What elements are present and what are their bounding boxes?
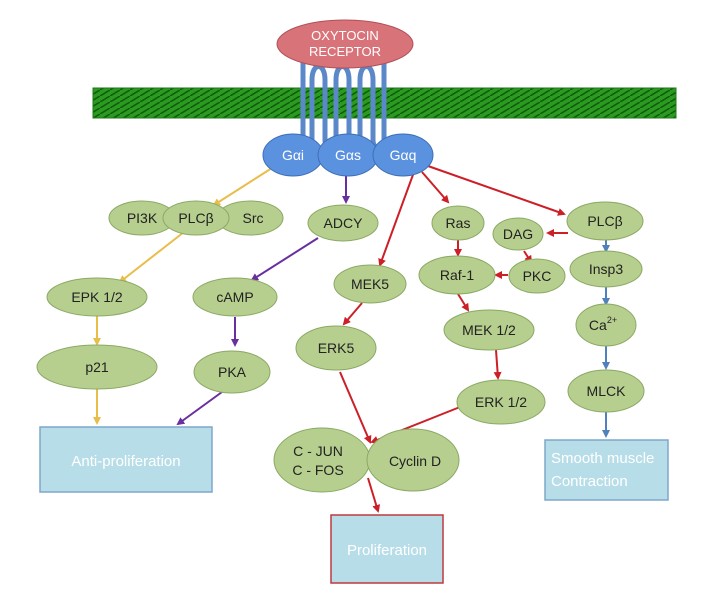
gi-alpha: α xyxy=(293,147,301,163)
arrow-adcy-to-camp xyxy=(250,237,319,282)
label-ca-sup: 2+ xyxy=(607,315,617,325)
label-epk12: EPK 1/2 xyxy=(71,289,123,305)
label-cjun: C - JUN xyxy=(293,443,343,459)
outcome-anti-proliferation xyxy=(39,426,213,493)
node-dag xyxy=(492,217,544,251)
node-insp3 xyxy=(569,250,643,288)
label-mlck: MLCK xyxy=(587,383,627,399)
node-plcb-right xyxy=(566,201,644,241)
gs-alpha: α xyxy=(346,147,354,163)
gs-sub: s xyxy=(354,147,361,163)
receptor-label-line1: OXYTOCIN xyxy=(311,28,379,43)
label-plcb-right: PLCβ xyxy=(587,213,622,229)
label-ras: Ras xyxy=(446,215,471,231)
label-mek12: MEK 1/2 xyxy=(462,322,516,338)
node-erk5 xyxy=(295,325,377,371)
node-erk12 xyxy=(456,379,546,425)
label-adcy: ADCY xyxy=(324,215,364,231)
arrow-raf-to-mek12 xyxy=(457,293,470,312)
node-mlck xyxy=(567,369,645,413)
label-smooth-muscle-line1: Smooth muscle xyxy=(551,450,654,467)
label-ca-base: Ca xyxy=(589,317,607,333)
arrow-pka-to-antiprolif xyxy=(176,391,223,426)
g-protein-gq: Gαq xyxy=(372,133,434,177)
label-mek5: MEK5 xyxy=(351,276,389,292)
label-erk12: ERK 1/2 xyxy=(475,394,527,410)
node-ras xyxy=(431,205,485,241)
gi-g: G xyxy=(282,147,293,163)
label-p21: p21 xyxy=(85,359,109,375)
arrow-mek12-to-erk12 xyxy=(493,349,502,380)
node-mek5 xyxy=(333,264,407,304)
label-pkc: PKC xyxy=(523,268,552,284)
arrow-gq-to-mek5 xyxy=(378,171,415,267)
gs-g: G xyxy=(335,147,346,163)
g-protein-gi: Gαi xyxy=(262,133,324,177)
node-raf1 xyxy=(418,255,496,295)
gq-g: G xyxy=(390,147,401,163)
node-camp xyxy=(192,277,278,317)
label-smooth-muscle-line2: Contraction xyxy=(551,473,628,490)
label-plcb-left: PLCβ xyxy=(178,210,213,226)
node-cyclind xyxy=(366,428,460,492)
svg-text:Gαq: Gαq xyxy=(390,147,417,163)
node-mek12 xyxy=(443,309,535,351)
arrow-cjun-to-prolif xyxy=(367,477,381,513)
label-dag: DAG xyxy=(503,226,533,242)
label-ca: Ca2+ xyxy=(589,315,617,333)
arrow-erk5-to-cjun xyxy=(339,371,372,444)
arrow-gq-to-ras xyxy=(421,171,450,204)
arrow-plcb-to-epk xyxy=(118,231,185,284)
label-raf1: Raf-1 xyxy=(440,267,474,283)
oxytocin-receptor xyxy=(276,19,414,69)
node-p21 xyxy=(36,344,158,390)
label-cfos: C - FOS xyxy=(292,462,343,478)
label-insp3: Insp3 xyxy=(589,261,623,277)
node-plcb-left xyxy=(162,200,230,236)
arrow-mek5-to-erk5 xyxy=(342,302,363,326)
svg-text:Gαi: Gαi xyxy=(282,147,304,163)
g-protein-gs: Gαs xyxy=(317,133,379,177)
arrows xyxy=(93,165,610,513)
label-erk5: ERK5 xyxy=(318,340,355,356)
label-pka: PKA xyxy=(218,364,247,380)
svg-text:Gαs: Gαs xyxy=(335,147,361,163)
label-src: Src xyxy=(243,210,264,226)
gq-sub: q xyxy=(409,147,417,163)
node-pkc xyxy=(508,258,566,294)
gq-alpha: α xyxy=(401,147,409,163)
node-ca xyxy=(575,303,637,347)
label-cyclind: Cyclin D xyxy=(389,453,441,469)
label-proliferation: Proliferation xyxy=(347,542,427,559)
outcome-proliferation xyxy=(330,514,444,584)
label-anti-proliferation: Anti-proliferation xyxy=(71,453,180,470)
receptor-label-line2: RECEPTOR xyxy=(309,44,381,59)
arrow-gi-to-plcb xyxy=(212,167,273,207)
node-pka xyxy=(193,350,271,394)
arrow-gq-to-plcb xyxy=(427,165,566,216)
outcome-smooth-muscle-contraction xyxy=(544,439,669,501)
label-pi3k: PI3K xyxy=(127,210,158,226)
gi-sub: i xyxy=(301,147,304,163)
node-cjun-cfos xyxy=(273,427,371,493)
node-adcy xyxy=(307,204,379,242)
label-camp: cAMP xyxy=(216,289,253,305)
node-epk12 xyxy=(46,277,148,317)
